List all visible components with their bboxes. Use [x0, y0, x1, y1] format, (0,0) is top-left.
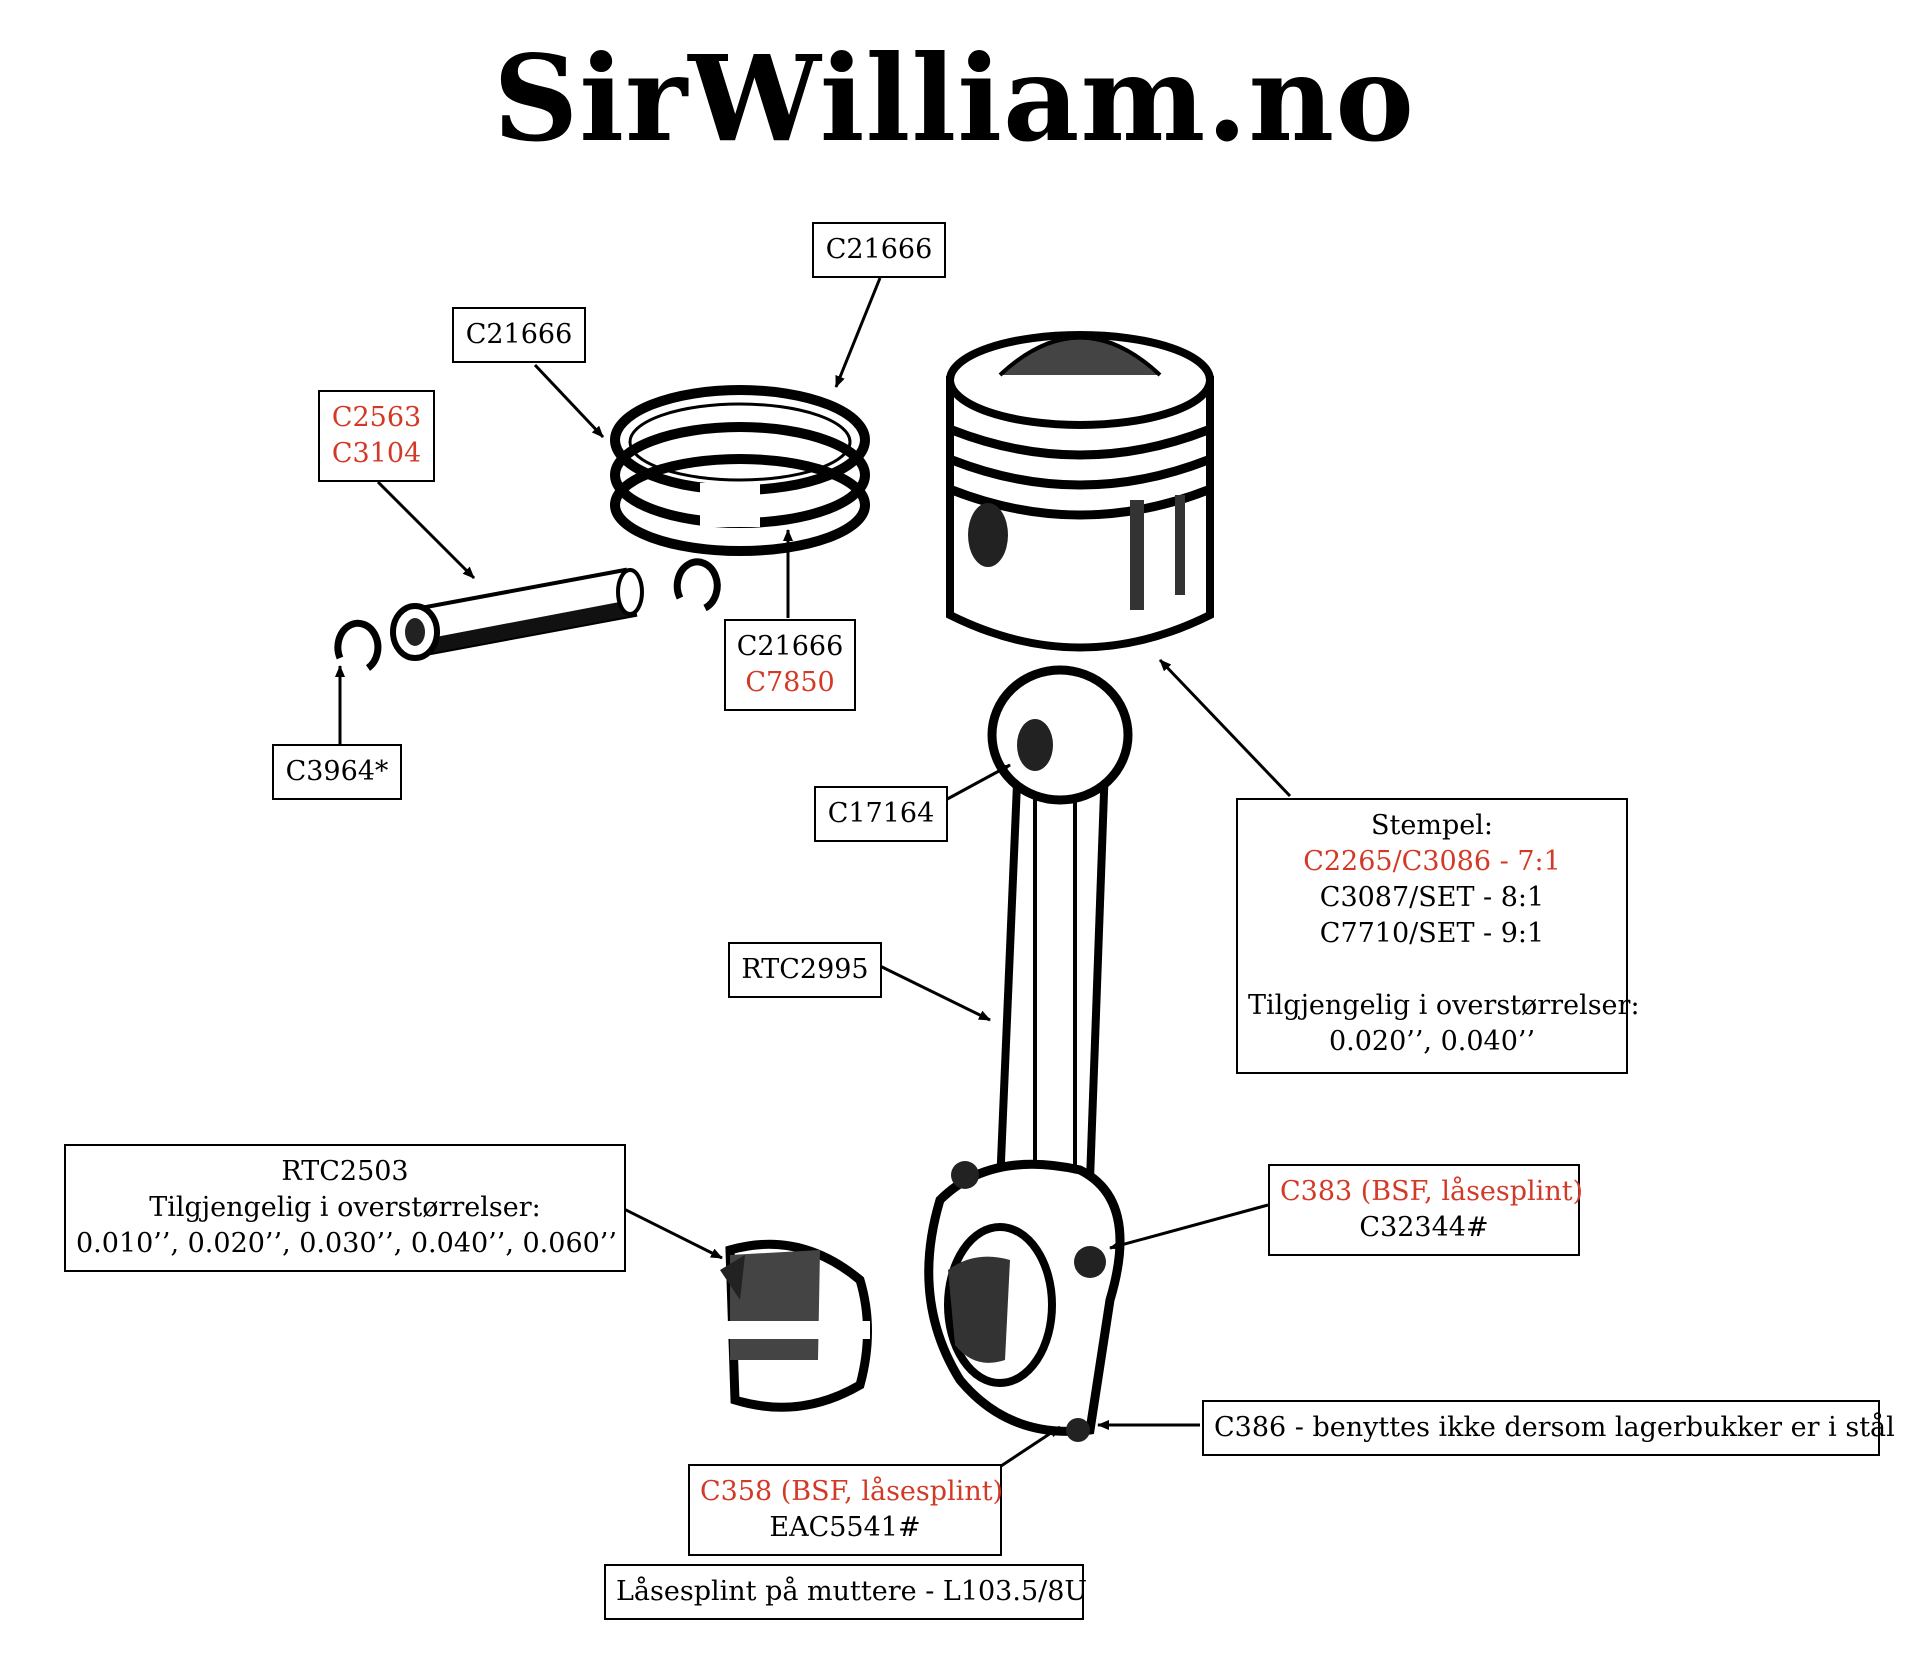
label-circlip: C3964* — [272, 744, 402, 800]
big-end-bearing-drawing — [718, 1239, 872, 1412]
part-number: C7850 — [745, 667, 835, 698]
part-number: C3104 — [331, 438, 422, 469]
part-number: RTC2503 — [281, 1156, 409, 1187]
part-number: C17164 — [827, 798, 935, 829]
label-conrod: RTC2995 — [728, 942, 882, 998]
part-number: EAC5541# — [769, 1512, 921, 1543]
label-cap-bolt: C383 (BSF, låsesplint) C32344# — [1268, 1164, 1584, 1256]
label-dowel: C386 - benyttes ikke dersom lagerbukker … — [1202, 1400, 1895, 1456]
site-title: SirWilliam.no — [493, 29, 1415, 168]
label-split-pin: Låsesplint på muttere - L103.5/8U — [604, 1564, 1088, 1620]
gudgeon-pin-drawing — [390, 567, 644, 661]
connecting-rod-drawing — [924, 665, 1133, 1442]
part-number: C358 (BSF, låsesplint) — [700, 1476, 1004, 1507]
oversize-note: Tilgjengelig i overstørrelser: — [149, 1192, 541, 1223]
label-ring-top: C21666 — [812, 222, 946, 278]
circlips-drawing — [334, 558, 721, 671]
part-number: C386 - benyttes ikke dersom lagerbukker … — [1214, 1412, 1895, 1443]
part-number: C21666 — [736, 631, 844, 662]
part-number: C2563 — [331, 402, 422, 433]
part-number: C21666 — [465, 319, 573, 350]
part-number: C2265/C3086 - 7:1 — [1303, 846, 1561, 877]
label-ring-mid: C21666 — [452, 307, 586, 363]
label-heading: Stempel: — [1371, 810, 1493, 841]
oversize-values: 0.020’’, 0.040’’ — [1328, 1026, 1536, 1057]
label-bearing: RTC2503 Tilgjengelig i overstørrelser: 0… — [64, 1144, 626, 1272]
part-number: C21666 — [825, 234, 933, 265]
oversize-values: 0.010’’, 0.020’’, 0.030’’, 0.040’’, 0.06… — [76, 1228, 617, 1259]
part-number: C383 (BSF, låsesplint) — [1280, 1176, 1584, 1207]
label-small-end-bush: C17164 — [814, 786, 948, 842]
label-gudgeon-pin: C2563 C3104 — [318, 390, 435, 482]
part-number: C3964* — [285, 756, 389, 787]
piston-rings-drawing — [610, 385, 870, 556]
part-number: C7710/SET - 9:1 — [1319, 918, 1545, 949]
part-number: RTC2995 — [741, 954, 869, 985]
piston-drawing — [946, 331, 1214, 652]
label-piston: Stempel: C2265/C3086 - 7:1 C3087/SET - 8… — [1236, 798, 1640, 1074]
part-number: C3087/SET - 8:1 — [1319, 882, 1545, 913]
label-ring-bottom: C21666 C7850 — [724, 619, 856, 711]
part-number: C32344# — [1359, 1212, 1489, 1243]
label-nut: C358 (BSF, låsesplint) EAC5541# — [688, 1464, 1004, 1556]
oversize-note: Tilgjengelig i overstørrelser: — [1248, 990, 1640, 1021]
part-number: Låsesplint på muttere - L103.5/8U — [616, 1576, 1088, 1607]
